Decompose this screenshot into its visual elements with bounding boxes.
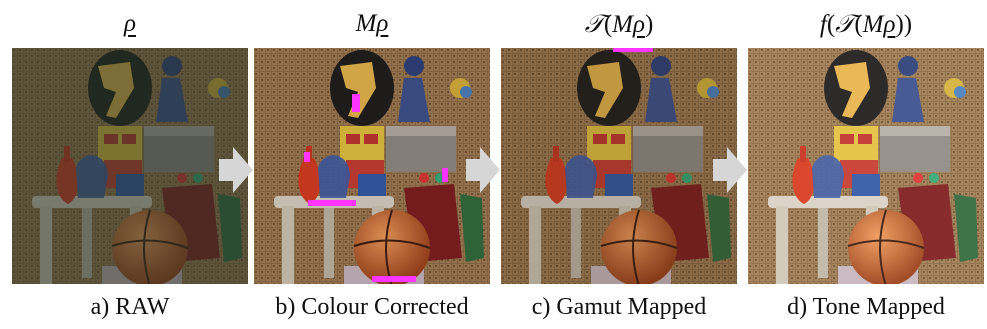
math-label-t-m-rho: 𝒯(Mρ) xyxy=(584,9,654,38)
arrow-right-icon xyxy=(713,147,747,193)
panel-gamut-mapped: 𝒯(Mρ) c) Gamut Mapped xyxy=(501,0,737,329)
panel-colour-corrected: Mρ b) Colour Corrected xyxy=(254,0,490,329)
image-colour-corrected xyxy=(254,48,490,284)
math-label-m-rho: Mρ xyxy=(355,10,389,37)
math-label-f-t-m-rho: f(𝒯(Mρ)) xyxy=(819,9,913,38)
math-label-rho: ρ xyxy=(124,10,136,37)
image-tone-mapped xyxy=(748,48,984,284)
arrow-right-icon xyxy=(466,147,500,193)
caption-colour-corrected: b) Colour Corrected xyxy=(275,294,469,320)
panel-raw: ρ a) RAW xyxy=(12,0,248,329)
arrow-right-icon xyxy=(219,147,253,193)
caption-tone-mapped: d) Tone Mapped xyxy=(787,294,945,320)
caption-raw: a) RAW xyxy=(90,294,170,320)
panel-tone-mapped: f(𝒯(Mρ)) d) Tone Mapped xyxy=(748,0,984,329)
caption-gamut-mapped: c) Gamut Mapped xyxy=(531,294,707,320)
image-gamut-mapped xyxy=(501,48,737,284)
image-raw xyxy=(12,48,248,284)
